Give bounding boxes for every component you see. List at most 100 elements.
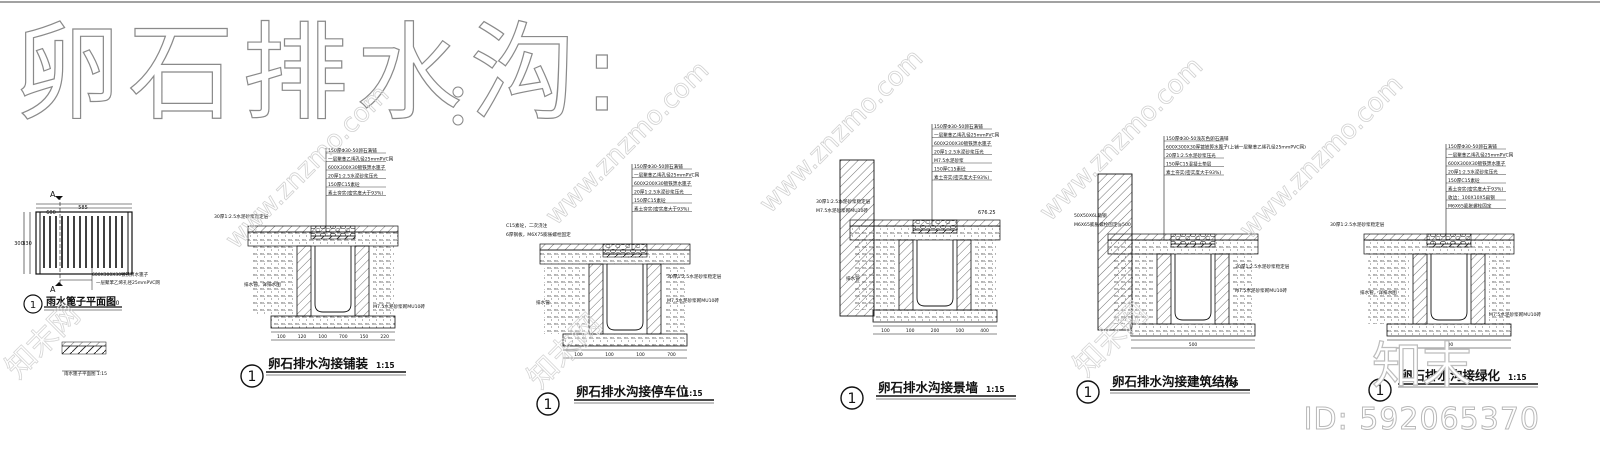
right-note: M7.5水泥砂浆砌MU10砖 <box>1235 287 1287 294</box>
layer-note: M7.5水泥砂浆 <box>934 157 964 164</box>
watermark-logo: 知末 <box>1371 336 1472 395</box>
grate <box>310 235 356 240</box>
detail-title: 卵石排水沟接绿化 <box>1400 368 1501 383</box>
cobble-fill <box>1426 233 1472 245</box>
layer-note: 600X200X30镀铁箅水篦子 <box>634 180 692 187</box>
dimension-label: 500 <box>1189 342 1198 348</box>
plan-title: 雨水篦子平面图 <box>46 295 116 308</box>
detail-section-5: 150厚Φ30-50卵石满铺一层聚苯乙烯孔径25mmPVC网600X300X30… <box>1330 143 1541 402</box>
channel-liner <box>1430 254 1468 321</box>
detail-title: 卵石排水沟接景墙 <box>878 380 979 395</box>
detail-scale: 1:15 <box>1220 379 1239 388</box>
dimension-label: 100 <box>956 328 965 334</box>
bottom-note: M7.5水泥砂浆砌MU10砖 <box>1489 311 1541 318</box>
layer-note: 150厚C15素砼 <box>634 197 666 204</box>
layer-note: 收边：100X10X5扁钢 <box>1448 194 1495 201</box>
side-note: 排水管 <box>536 299 550 306</box>
layer-note: 素土夯实(密实度大于93%) <box>1448 186 1503 193</box>
plan-dim-600: 600 <box>46 210 56 216</box>
layer-note: 一层聚苯乙烯孔径25mmPVC网 <box>328 156 394 163</box>
watermark-site-text: www.znzmo.com <box>540 56 715 231</box>
layer-note: 20厚1:2.5水泥砂浆压光 <box>634 189 684 196</box>
layer-note: 一层聚苯乙烯孔径25mmPVC网 <box>934 132 1000 139</box>
dimension-label: 700 <box>339 334 348 340</box>
left-note: 6厚钢板，M6X75膨胀螺栓固定 <box>506 231 571 238</box>
channel-liner <box>606 264 644 331</box>
plan-dim-330: 330 <box>22 241 32 247</box>
plan-small-title: 雨水篦子平面图 1:15 <box>64 370 107 377</box>
detail-section-2: 150厚Φ30-50卵石满铺一层聚苯乙烯孔径25mmPVC网600X200X30… <box>506 163 722 416</box>
layer-note: 150厚C15素砼 <box>934 166 966 173</box>
detail-number: 1 <box>544 397 553 413</box>
dimension-label: 100 <box>881 328 890 334</box>
layer-note: 素土夯实(密实度大于93%) <box>328 190 383 197</box>
layer-note: 20厚1:2.5水泥砂浆压光 <box>1448 169 1498 176</box>
detail-scale: 1:15 <box>1508 373 1527 382</box>
bottom-note: M7.5水泥砂浆砌MU10砖 <box>373 303 425 310</box>
layer-note: 150厚Φ30-50卵石满铺 <box>1448 143 1497 150</box>
soil-left <box>544 264 585 334</box>
grate-outline <box>35 211 133 275</box>
soil-left <box>252 246 293 316</box>
channel-wall-right <box>956 239 972 311</box>
layer-note: 600X200X30镀铁箅水篦子 <box>934 140 992 147</box>
channel-wall-right <box>646 263 662 335</box>
soil-right <box>665 264 686 334</box>
layer-note: 150厚C15素砼 <box>328 181 360 188</box>
detail-scale: 1:15 <box>376 361 395 370</box>
detail-section-3: 150厚Φ30-50卵石满铺一层聚苯乙烯孔径25mmPVC网600X200X30… <box>816 123 1016 410</box>
grate <box>1426 243 1472 248</box>
layer-note: 150厚Φ30-50浅灰色卵石满铺 <box>1166 135 1229 142</box>
layer-note: 600X300X30镀铁箅水篦子 <box>1448 160 1506 167</box>
watermark-id: ID: 592065370 <box>1303 402 1540 438</box>
plan-scale: 1:10 <box>106 300 120 307</box>
plan-dim-300: 300 <box>14 241 24 247</box>
detail-sections: 150厚Φ30-50卵石满铺一层聚苯乙烯孔径25mmPVC网600X300X30… <box>214 123 1541 416</box>
detail-marker-circle <box>536 392 560 416</box>
right-note: 30厚1:2.5水泥砂浆稳定层 <box>667 273 722 280</box>
channel-wall-right <box>1214 253 1230 325</box>
dimension-label: 100 <box>318 334 327 340</box>
sheet-title: 卵石排水沟: <box>13 12 628 135</box>
dimension-label: 100 <box>636 352 645 358</box>
layer-note: 素土夯实(密实度大于93%) <box>1166 169 1221 176</box>
plan-callout-2: 一层聚苯乙烯孔径25mmPVC网 <box>96 279 160 286</box>
soil-right <box>975 240 996 310</box>
level-mark: 676.25 <box>978 210 996 216</box>
detail-title: 卵石排水沟接建筑结构 <box>1112 374 1237 389</box>
plan-callout: 600X300X30镀铁箅水篦子 <box>92 271 149 278</box>
detail-number: 1 <box>848 391 857 407</box>
dimension-label: 100 <box>605 352 614 358</box>
concrete-base <box>270 315 396 329</box>
layer-note: 150厚Φ30-50卵石满铺 <box>328 147 377 154</box>
cobble-fill <box>1170 233 1216 245</box>
layer-note: 素土夯实(密实度大于93%) <box>934 174 989 181</box>
channel-wall-right <box>354 245 370 317</box>
grate-plan-view <box>23 196 133 372</box>
layer-note: 一层聚苯乙烯孔径25mmPVC网 <box>1448 152 1514 159</box>
detail-title: 卵石排水沟接停车位 <box>576 384 689 399</box>
grate <box>912 229 958 234</box>
cobble-fill <box>310 225 356 237</box>
wall-structure <box>1097 173 1133 331</box>
detail-marker-circle <box>240 364 264 388</box>
plan-section-mark-bottom: A <box>50 285 56 294</box>
layer-note: 20厚1:2.5水泥砂浆压光 <box>1166 152 1216 159</box>
cobble-fill <box>602 243 648 255</box>
soil-left <box>1368 254 1409 324</box>
dimension-label: 100 <box>574 352 583 358</box>
wall-structure <box>839 159 875 317</box>
dimension-label: 220 <box>380 334 389 340</box>
dimension-label: 120 <box>298 334 307 340</box>
detail-marker-circle <box>840 386 864 410</box>
side-note: 排水管，详排水图 <box>1360 289 1397 296</box>
detail-marker-circle <box>1076 380 1100 404</box>
plan-detail-marker <box>23 294 43 314</box>
grate <box>1170 243 1216 248</box>
channel-liner <box>916 240 954 307</box>
grate-bars <box>43 216 123 268</box>
channel-wall-left <box>1156 253 1172 325</box>
concrete-base <box>1386 323 1512 337</box>
dimension-label: 700 <box>667 352 676 358</box>
